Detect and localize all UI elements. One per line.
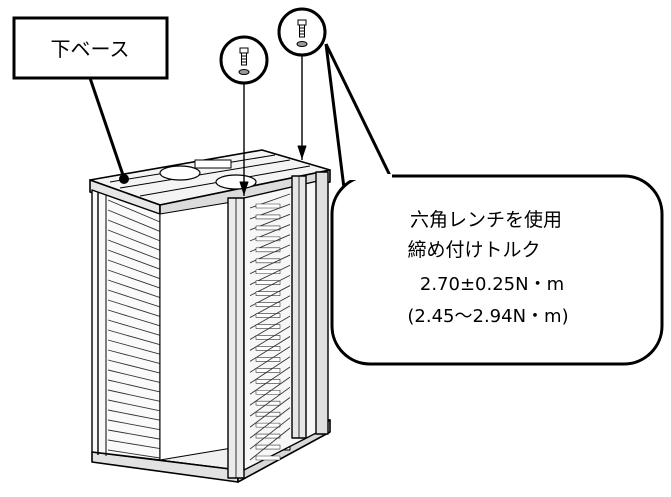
torque-callout-box <box>330 174 664 366</box>
torque-line-tool: 六角レンチを使用 <box>410 209 562 231</box>
rack-slot-line <box>107 249 161 270</box>
screw-icon <box>296 19 308 47</box>
rack-slot-line <box>107 419 161 431</box>
rack-slot-line <box>107 259 161 280</box>
rack-slot-tab <box>255 258 281 264</box>
rack-slot-tab <box>255 302 281 307</box>
rack-slot-line <box>107 369 161 383</box>
rack-slot-line <box>249 366 291 395</box>
base-label-text: 下ベース <box>51 37 130 61</box>
rack-slot-line <box>107 319 161 336</box>
base-label-box <box>12 16 169 80</box>
torque-line-value: 2.70±0.25N・m <box>420 274 564 295</box>
rack-slot-line <box>107 279 161 298</box>
rack-slot-line <box>107 329 161 346</box>
rack-slot-tab <box>255 324 281 329</box>
rack-slot-tab <box>255 357 281 362</box>
rack-slot-line <box>107 409 161 421</box>
rack-slot-tab <box>255 214 281 220</box>
rack-illustration <box>89 50 331 483</box>
rack-slot-line <box>107 349 161 365</box>
rack-slot-tab <box>255 269 281 275</box>
rack-slot-line <box>107 399 161 412</box>
base-label-callout: 下ベース <box>12 16 169 184</box>
torque-callout: 六角レンチを使用 締め付けトルク 2.70±0.25N・m (2.45～2.94… <box>330 174 664 366</box>
rack-interior <box>159 201 233 461</box>
rack-slot-line <box>249 397 291 428</box>
rack-slot-tab <box>255 335 281 340</box>
rack-slot-line <box>107 379 161 393</box>
screw-icon <box>238 47 250 75</box>
rack-slot-tab <box>255 203 281 209</box>
base-label-leader <box>88 77 126 179</box>
rack-slot-line <box>107 439 161 450</box>
base-label-dot <box>119 174 129 184</box>
torque-callout-leader <box>324 43 399 190</box>
rack-slot-tab <box>255 225 281 231</box>
rack-left-panel <box>91 189 161 461</box>
rack-slot-tab <box>255 313 281 318</box>
screw-arrow-left <box>239 181 249 195</box>
rack-slot-line <box>107 229 161 251</box>
rack-slot-tab <box>255 422 281 428</box>
rack-slot-line <box>107 389 161 402</box>
rack-slot-line <box>107 429 161 440</box>
rack-slot-tab <box>255 379 281 384</box>
rack-slot-line <box>249 356 291 384</box>
rack-slot-line <box>249 376 291 406</box>
screw-callout-right <box>277 7 399 190</box>
rack-front-column-right <box>291 171 329 439</box>
torque-line-range: (2.45～2.94N・m) <box>407 306 568 327</box>
rack-slot-line <box>107 309 161 327</box>
rack-slot-line <box>107 449 161 459</box>
rack-slot-line <box>107 359 161 374</box>
rack-front-column-left <box>227 197 245 479</box>
rack-slot-tab <box>255 455 281 461</box>
rack-slot-tab <box>255 291 281 296</box>
rack-slot-line <box>107 289 161 308</box>
rack-slot-line <box>249 427 291 461</box>
rack-slot-line <box>107 299 161 317</box>
rack-slot-line <box>107 219 161 242</box>
rack-slot-line <box>107 239 161 261</box>
rack-slot-line <box>249 417 291 450</box>
rack-slot-line <box>249 386 291 417</box>
torque-line-heading: 締め付けトルク <box>407 239 540 261</box>
rack-slot-line <box>107 339 161 355</box>
rack-slot-line <box>107 199 161 223</box>
rack-slot-line <box>107 269 161 289</box>
rack-slot-line <box>249 407 291 439</box>
rack-slot-tab <box>255 368 281 373</box>
screw-arrow-right <box>297 145 307 159</box>
screw-callout-left <box>219 35 269 85</box>
rack-slot-tab <box>255 280 281 285</box>
rack-right-panel <box>243 179 323 471</box>
rack-slot-line <box>107 209 161 232</box>
